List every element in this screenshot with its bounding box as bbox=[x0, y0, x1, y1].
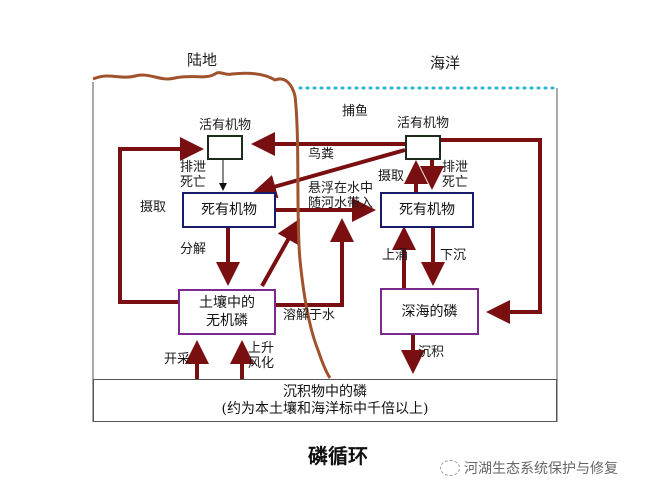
land-living-node bbox=[207, 135, 243, 160]
arrow-bird-droppings bbox=[252, 148, 406, 199]
soil-inorganic-label-2: 无机磷 bbox=[206, 313, 248, 329]
label-uplift-1: 上升 bbox=[248, 341, 275, 356]
deep-sea-node: 深海的磷 bbox=[380, 288, 479, 335]
arrow-soil-runoff bbox=[260, 218, 300, 287]
diagram-title: 磷循环 bbox=[308, 444, 368, 468]
label-fishing: 捕鱼 bbox=[342, 104, 369, 119]
label-decompose: 分解 bbox=[180, 242, 207, 257]
arrow-ocean-loop bbox=[440, 138, 542, 324]
land-dead-node: 死有机物 bbox=[182, 192, 276, 228]
sediment-label-2: (约为本土壤和海洋标中千倍以上) bbox=[221, 400, 429, 417]
arrow-dissolve bbox=[275, 218, 354, 307]
ocean-dead-label: 死有机物 bbox=[399, 202, 455, 218]
label-uplift-2: 风化 bbox=[248, 356, 275, 371]
deep-sea-label: 深海的磷 bbox=[401, 303, 458, 320]
label-suspended-1: 悬浮在水中 bbox=[308, 181, 374, 196]
label-suspended-2: 随河水带入 bbox=[308, 196, 374, 211]
sediment-node: 沉积物中的磷 (约为本土壤和海洋标中千倍以上) bbox=[93, 379, 557, 422]
region-land-label: 陆地 bbox=[187, 51, 218, 69]
label-dissolve: 溶解于水 bbox=[283, 308, 336, 323]
coastline bbox=[92, 71, 332, 379]
ocean-dead-node: 死有机物 bbox=[380, 192, 474, 228]
label-bird-droppings: 鸟粪 bbox=[308, 147, 335, 162]
label-upwelling: 上涌 bbox=[382, 248, 409, 263]
ocean-living-label: 活有机物 bbox=[397, 116, 450, 131]
label-land-excrete-1: 排泄 bbox=[180, 160, 207, 175]
wechat-icon bbox=[440, 460, 460, 476]
label-deposition: 沉积 bbox=[418, 345, 445, 360]
label-ocean-uptake: 摄取 bbox=[378, 169, 405, 184]
label-ocean-excrete-2: 死亡 bbox=[442, 175, 469, 190]
land-dead-label: 死有机物 bbox=[201, 202, 257, 218]
arrow-land-uptake bbox=[118, 137, 204, 304]
label-land-uptake: 摄取 bbox=[140, 200, 167, 215]
soil-inorganic-label-1: 土壤中的 bbox=[199, 295, 255, 311]
region-ocean-label: 海洋 bbox=[430, 54, 461, 72]
watermark: 河湖生态系统保护与修复 bbox=[440, 458, 618, 478]
label-mining: 开采 bbox=[164, 352, 191, 367]
label-sinking: 下沉 bbox=[440, 248, 467, 263]
label-land-excrete-2: 死亡 bbox=[180, 175, 207, 190]
ocean-living-node bbox=[405, 135, 441, 160]
soil-inorganic-node: 土壤中的 无机磷 bbox=[178, 289, 276, 335]
land-living-label: 活有机物 bbox=[199, 118, 252, 133]
watermark-text: 河湖生态系统保护与修复 bbox=[464, 461, 618, 477]
sediment-label-1: 沉积物中的磷 bbox=[283, 383, 367, 400]
label-ocean-excrete-1: 排泄 bbox=[442, 160, 469, 175]
